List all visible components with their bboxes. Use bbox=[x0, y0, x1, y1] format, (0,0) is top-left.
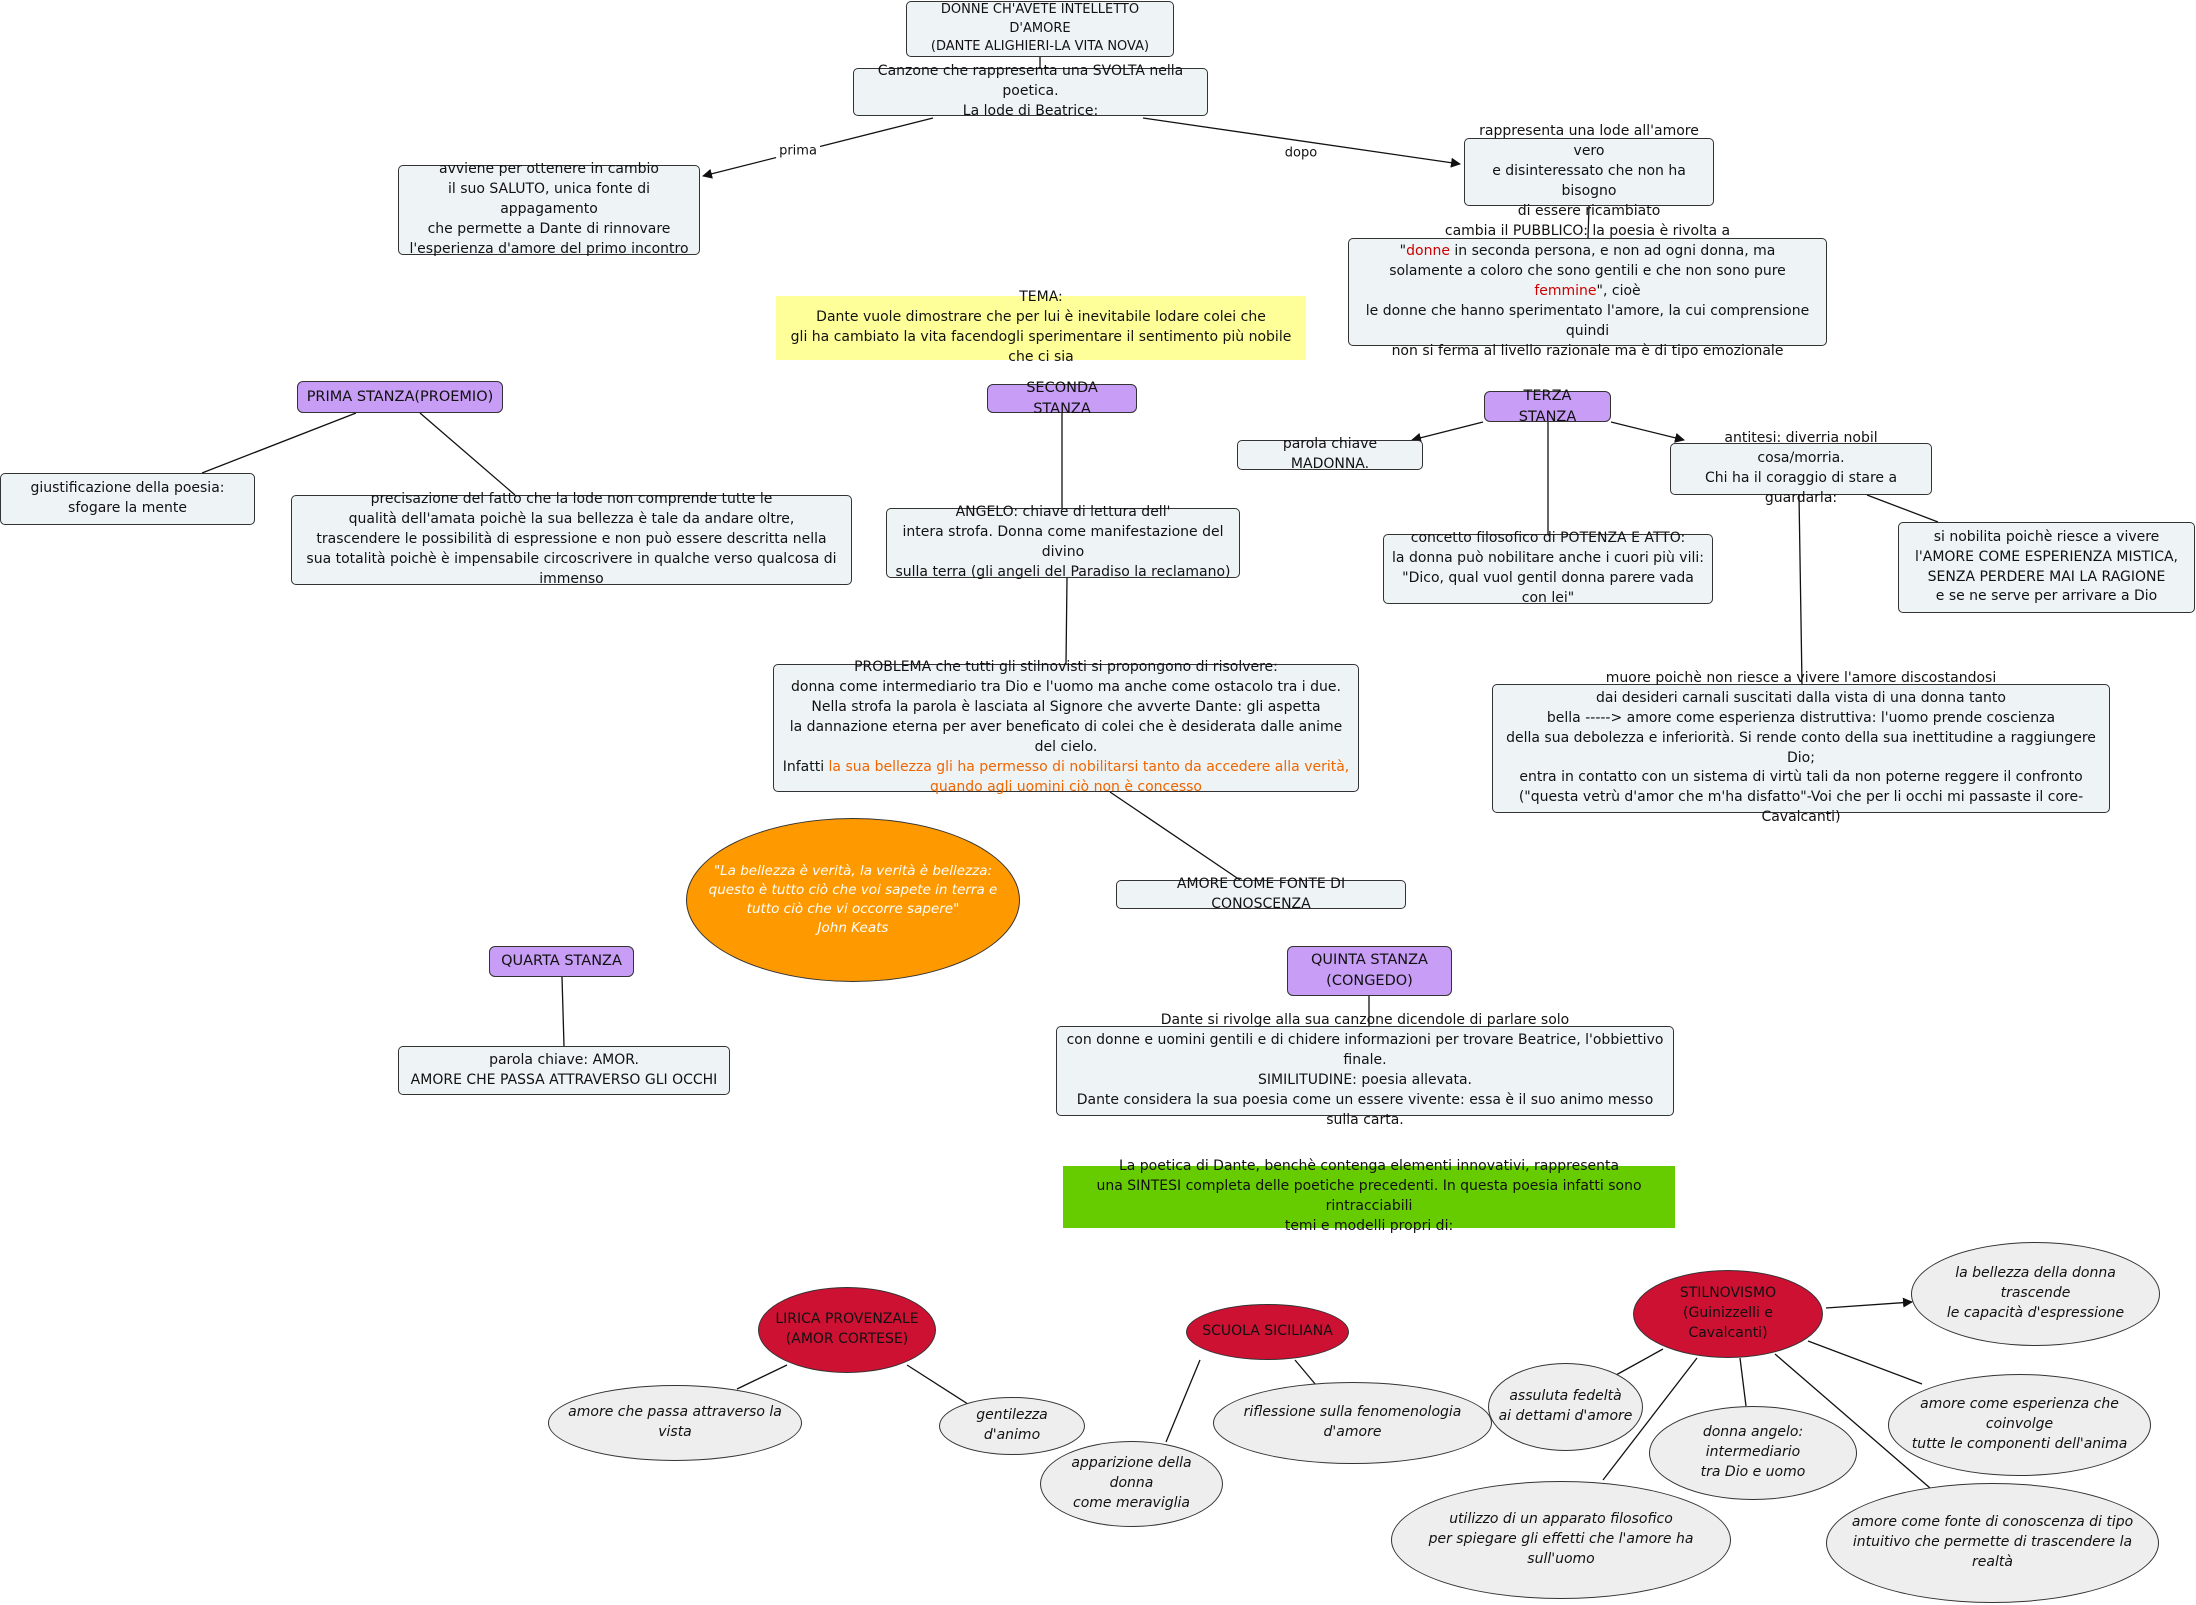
edge-siciliana-fenomenologia bbox=[1294, 1359, 1317, 1386]
pubblico-femmine-highlight: femmine bbox=[1534, 283, 1597, 300]
edge-siciliana-apparizione bbox=[1165, 1359, 1201, 1443]
vista-ellipse[interactable]: amore che passa attraverso la vista bbox=[548, 1385, 802, 1461]
fedelta-ellipse[interactable]: assuluta fedeltà ai dettami d'amore bbox=[1488, 1363, 1643, 1451]
edge-lirica-vista bbox=[736, 1364, 788, 1390]
edge-stil-apparato bbox=[1602, 1357, 1698, 1481]
madonna-node[interactable]: parola chiave MADONNA. bbox=[1237, 436, 1423, 472]
keats-quote-ellipse[interactable]: "La bellezza è verità, la verità è belle… bbox=[686, 818, 1020, 982]
giustificazione-node[interactable]: giustificazione della poesia: sfogare la… bbox=[0, 473, 255, 525]
pubblico-donne-highlight: donne bbox=[1406, 243, 1450, 260]
edge-antitesi-nobilita bbox=[1866, 494, 1939, 523]
nobilita-node[interactable]: si nobilita poichè riesce a vivere l'AMO… bbox=[1898, 522, 2195, 613]
edge-terza-antitesi bbox=[1610, 421, 1685, 443]
edge-lode-pubblico bbox=[1587, 205, 1590, 239]
stilnovismo-ellipse[interactable]: STILNOVISMO (Guinizzelli e Cavalcanti) bbox=[1633, 1270, 1823, 1358]
edge-label-dopo: dopo bbox=[1281, 145, 1321, 161]
edge-stil-fedelta bbox=[1615, 1348, 1664, 1376]
edge-quarta-amor bbox=[561, 976, 565, 1047]
problema-text: PROBLEMA che tutti gli stilnovisti si pr… bbox=[782, 659, 1343, 775]
pubblico-node[interactable]: cambia il PUBBLICO: la poesia è rivolta … bbox=[1348, 223, 1827, 359]
edge-problema-amore bbox=[1109, 791, 1241, 881]
edge-prima-precisazione bbox=[419, 412, 516, 496]
edge-prima-giustificazione bbox=[201, 412, 357, 474]
potenza-node[interactable]: concetto filosofico di POTENZA E ATTO: l… bbox=[1383, 530, 1713, 606]
edge-stil-fonte bbox=[1774, 1353, 1931, 1489]
congedo-node[interactable]: Dante si rivolge alla sua canzone dicend… bbox=[1056, 1012, 1674, 1128]
quarta-stanza-node[interactable]: QUARTA STANZA bbox=[489, 946, 634, 977]
lirica-provenzale-ellipse[interactable]: LIRICA PROVENZALE (AMOR CORTESE) bbox=[758, 1287, 936, 1373]
svolta-node[interactable]: Canzone che rappresenta una SVOLTA nella… bbox=[853, 63, 1208, 119]
edge-angelo-problema bbox=[1065, 577, 1068, 665]
amore-conoscenza-node[interactable]: AMORE COME FONTE DI CONOSCENZA bbox=[1116, 876, 1406, 912]
tema-node[interactable]: TEMA: Dante vuole dimostrare che per lui… bbox=[776, 289, 1306, 365]
fonte-intuitivo-ellipse[interactable]: amore come fonte di conoscenza di tipo i… bbox=[1826, 1483, 2159, 1603]
scuola-siciliana-ellipse[interactable]: SCUOLA SICILIANA bbox=[1186, 1304, 1349, 1360]
muore-node[interactable]: muore poichè non riesce a vivere l'amore… bbox=[1492, 670, 2110, 825]
edge-lirica-gentilezza bbox=[906, 1364, 972, 1407]
precisazione-node[interactable]: precisazione del fatto che la lode non c… bbox=[291, 491, 852, 587]
edge-antitesi-muore bbox=[1798, 494, 1803, 685]
terza-stanza-node[interactable]: TERZA STANZA bbox=[1484, 388, 1611, 425]
seconda-stanza-node[interactable]: SECONDA STANZA bbox=[987, 380, 1137, 417]
bellezza-trascende-ellipse[interactable]: la bellezza della donna trascende le cap… bbox=[1911, 1242, 2160, 1346]
edge-stil-bellezza bbox=[1825, 1297, 1913, 1309]
pubblico-text-2: in seconda persona, e non ad ogni donna,… bbox=[1389, 243, 1786, 280]
edge-stil-esperienza bbox=[1807, 1340, 1923, 1385]
edge-stil-donna-angelo bbox=[1739, 1357, 1747, 1407]
amor-occhi-node[interactable]: parola chiave: AMOR. AMORE CHE PASSA ATT… bbox=[398, 1046, 730, 1095]
prima-stanza-node[interactable]: PRIMA STANZA(PROEMIO) bbox=[297, 381, 503, 413]
pubblico-text-3: ", cioè le donne che hanno sperimentato … bbox=[1365, 283, 1810, 359]
gentilezza-ellipse[interactable]: gentilezza d'animo bbox=[939, 1397, 1085, 1455]
pubblico-text-1: cambia il PUBBLICO: la poesia è rivolta … bbox=[1399, 223, 1731, 260]
lode-vero-node[interactable]: rappresenta una lode all'amore vero e di… bbox=[1464, 123, 1714, 219]
esperienza-anima-ellipse[interactable]: amore come esperienza che coinvolge tutt… bbox=[1888, 1374, 2151, 1476]
donna-angelo-ellipse[interactable]: donna angelo: intermediario tra Dio e uo… bbox=[1649, 1406, 1857, 1500]
sintesi-node[interactable]: La poetica di Dante, benchè contenga ele… bbox=[1063, 1158, 1675, 1234]
edge-label-prima: prima bbox=[776, 143, 820, 159]
edge-svolta-lode bbox=[1142, 117, 1461, 168]
edge-terza-madonna bbox=[1411, 421, 1484, 443]
fenomenologia-ellipse[interactable]: riflessione sulla fenomenologia d'amore bbox=[1213, 1382, 1492, 1464]
title-node[interactable]: DONNE CH'AVETE INTELLETTO D'AMORE (DANTE… bbox=[906, 1, 1174, 57]
problema-node[interactable]: PROBLEMA che tutti gli stilnovisti si pr… bbox=[773, 659, 1359, 795]
antitesi-node[interactable]: antitesi: diverria nobil cosa/morria. Ch… bbox=[1670, 430, 1932, 506]
apparizione-ellipse[interactable]: apparizione della donna come meraviglia bbox=[1040, 1441, 1223, 1527]
problema-highlight: la sua bellezza gli ha permesso di nobil… bbox=[828, 758, 1350, 795]
saluto-node[interactable]: avviene per ottenere in cambio il suo SA… bbox=[398, 161, 700, 257]
angelo-node[interactable]: ANGELO: chiave di lettura dell' intera s… bbox=[886, 504, 1240, 580]
apparato-ellipse[interactable]: utilizzo di un apparato filosofico per s… bbox=[1391, 1481, 1731, 1599]
quinta-stanza-node[interactable]: QUINTA STANZA (CONGEDO) bbox=[1287, 946, 1452, 996]
